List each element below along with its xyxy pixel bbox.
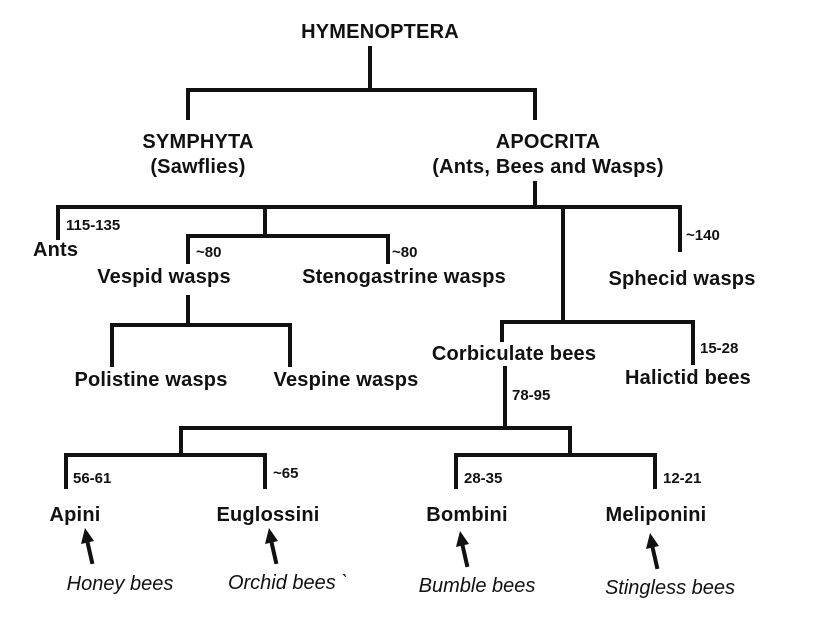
up-arrow-icon xyxy=(456,531,470,568)
meliponini-common-name: Stingless bees xyxy=(604,577,736,599)
symphyta-label: SYMPHYTA (Sawflies) xyxy=(142,130,253,180)
up-arrow-icon xyxy=(81,528,95,565)
vespine-label: Vespine wasps xyxy=(273,369,419,391)
apini-estimate: 56-61 xyxy=(73,470,112,487)
sphecid-label: Sphecid wasps xyxy=(608,268,756,290)
apocrita-common-name: (Ants, Bees and Wasps) xyxy=(432,156,664,178)
euglossini-label: Euglossini xyxy=(216,504,320,526)
vespid-label: Vespid wasps xyxy=(97,266,231,288)
meliponini-estimate: 12-21 xyxy=(663,470,702,487)
root-label: HYMENOPTERA xyxy=(301,21,459,43)
stenogastrine-estimate: ~80 xyxy=(392,244,418,261)
euglossini-estimate: ~65 xyxy=(273,465,299,482)
bombini-estimate: 28-35 xyxy=(464,470,503,487)
ants-estimate: 115-135 xyxy=(66,217,121,234)
apocrita-label: APOCRITA (Ants, Bees and Wasps) xyxy=(432,130,663,180)
halictid-label: Halictid bees xyxy=(625,367,751,389)
stenogastrine-label: Stenogastrine wasps xyxy=(302,266,506,288)
bombini-label: Bombini xyxy=(426,504,508,526)
up-arrow-icon xyxy=(646,533,660,570)
vespid-estimate: ~80 xyxy=(196,244,222,261)
up-arrow-icon xyxy=(265,528,279,565)
corbiculate-estimate: 78-95 xyxy=(512,387,551,404)
symphyta-common-name: (Sawflies) xyxy=(150,156,246,178)
halictid-estimate: 15-28 xyxy=(700,340,739,357)
bombini-common-name: Bumble bees xyxy=(418,575,536,597)
apini-label: Apini xyxy=(49,504,101,526)
sphecid-estimate: ~140 xyxy=(686,227,720,244)
apini-common-name: Honey bees xyxy=(66,573,174,595)
euglossini-common-name: Orchid bees ` xyxy=(227,572,349,594)
apocrita-name: APOCRITA xyxy=(495,131,601,153)
ants-label: Ants xyxy=(33,239,79,261)
meliponini-label: Meliponini xyxy=(605,504,707,526)
symphyta-name: SYMPHYTA xyxy=(142,131,254,153)
corbiculate-label: Corbiculate bees xyxy=(431,343,597,365)
polistine-label: Polistine wasps xyxy=(74,369,228,391)
